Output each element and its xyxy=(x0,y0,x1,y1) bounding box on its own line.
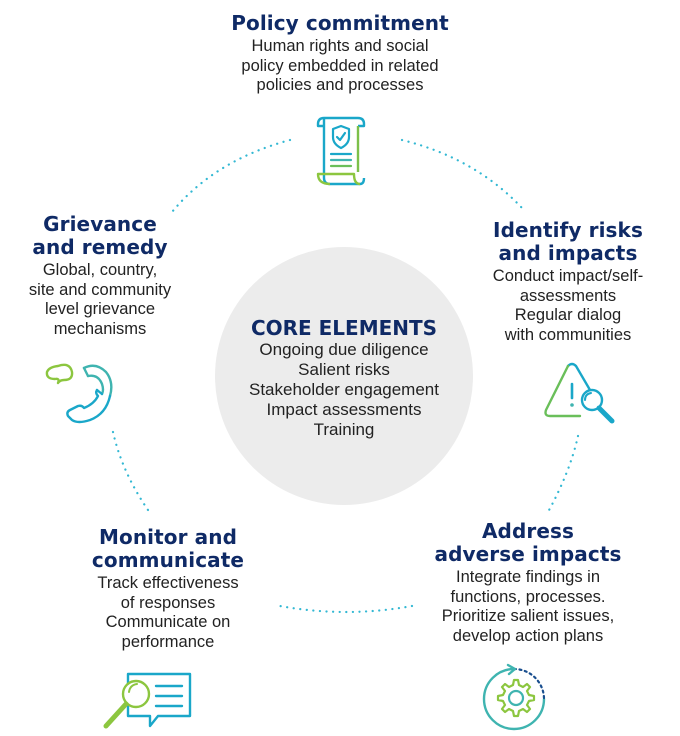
policy-document-shield-icon xyxy=(316,116,366,186)
core-title: CORE ELEMENTS xyxy=(250,316,438,340)
node-line: Track effectiveness xyxy=(97,574,239,592)
node-grievance-remedy: Grievance and remedy Global, country, si… xyxy=(0,213,200,339)
node-line: Conduct impact/self- xyxy=(492,267,644,285)
node-description: Conduct impact/self- assessments Regular… xyxy=(462,267,674,345)
connector-address-monitor xyxy=(278,604,414,614)
core-circle xyxy=(215,247,473,505)
node-line: site and community xyxy=(28,280,172,299)
connector-identify-address xyxy=(546,434,580,514)
node-line: Prioritize salient issues, xyxy=(441,607,615,625)
node-title: Address adverse impacts xyxy=(418,520,638,566)
node-title: Identify risks and impacts xyxy=(462,219,674,265)
node-monitor-communicate: Monitor and communicate Track effectiven… xyxy=(58,526,278,652)
node-policy-commitment: Policy commitment Human rights and socia… xyxy=(190,12,490,96)
connector-policy-grievance xyxy=(170,138,292,214)
node-title-line: Monitor and xyxy=(98,525,237,549)
node-line: with communities xyxy=(504,325,632,344)
core-item: Training xyxy=(313,420,375,439)
node-title-line: Address xyxy=(481,519,575,543)
node-line: performance xyxy=(121,632,215,651)
node-identify-risks: Identify risks and impacts Conduct impac… xyxy=(462,219,674,345)
node-title: Grievance and remedy xyxy=(0,213,200,259)
node-address-impacts: Address adverse impacts Integrate findin… xyxy=(418,520,638,646)
warning-magnifier-icon xyxy=(544,362,615,424)
core-elements: CORE ELEMENTS Ongoing due diligence Sali… xyxy=(200,316,488,440)
node-title-line: adverse impacts xyxy=(434,542,622,566)
node-line: Regular dialog xyxy=(514,306,622,324)
node-line: policy embedded in related xyxy=(241,56,439,75)
node-title-line: Grievance xyxy=(43,212,157,236)
core-item: Ongoing due diligence xyxy=(259,340,429,359)
core-item: Stakeholder engagement xyxy=(249,380,439,399)
node-line: functions, processes. xyxy=(450,587,606,606)
node-description: Global, country, site and community leve… xyxy=(0,261,200,339)
connector-policy-identify xyxy=(400,138,524,210)
gear-cycle-icon xyxy=(482,663,546,731)
phone-chat-icon xyxy=(45,363,113,424)
node-description: Track effectiveness of responses Communi… xyxy=(58,574,278,652)
node-title-line: communicate xyxy=(91,548,245,572)
node-description: Integrate findings in functions, process… xyxy=(418,568,638,646)
node-line: assessments xyxy=(519,286,617,305)
node-line: Integrate findings in xyxy=(455,568,600,586)
node-line: mechanisms xyxy=(53,319,147,338)
node-title-line: Identify risks xyxy=(493,218,643,242)
node-line: of responses xyxy=(120,593,216,612)
node-title: Monitor and communicate xyxy=(58,526,278,572)
node-title: Policy commitment xyxy=(231,11,449,35)
core-item: Impact assessments xyxy=(266,400,422,419)
node-title-line: and remedy xyxy=(32,235,168,259)
node-line: policies and processes xyxy=(256,76,424,94)
node-line: develop action plans xyxy=(452,626,604,645)
core-item: Salient risks xyxy=(298,360,390,379)
node-line: level grievance xyxy=(44,300,156,318)
node-line: Communicate on xyxy=(105,613,231,631)
node-line: Global, country, xyxy=(42,261,158,279)
node-line: Human rights and social xyxy=(251,37,429,55)
report-magnifier-icon xyxy=(103,672,192,729)
connector-grievance-monitor xyxy=(111,430,150,512)
node-title-line: and impacts xyxy=(498,241,638,265)
node-description: Human rights and social policy embedded … xyxy=(190,37,490,96)
